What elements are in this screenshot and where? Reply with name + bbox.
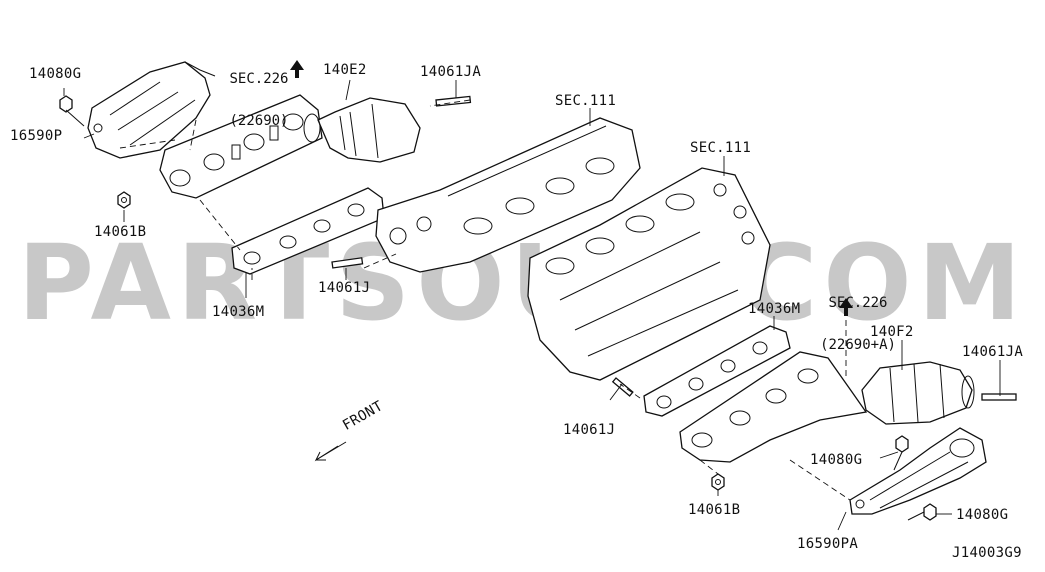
right-gasket[interactable]: [643, 325, 791, 417]
part-label-14061J-left[interactable]: 14061J: [318, 280, 371, 296]
arrow-up-icon: [290, 60, 304, 78]
left-catalytic-converter[interactable]: [303, 97, 421, 163]
part-label-14036M-right[interactable]: 14036M: [748, 301, 801, 317]
section-ref-226-right-line1: SEC.226: [828, 295, 888, 311]
right-heat-shield[interactable]: [849, 427, 987, 515]
nut-14061B-left[interactable]: [117, 191, 131, 209]
right-exhaust-manifold[interactable]: [679, 351, 868, 463]
watermark: PARTSOUQ.COM: [17, 222, 1028, 344]
stud-14061J-right[interactable]: [611, 377, 634, 397]
leader-lines: [63, 79, 1001, 531]
section-ref-226-left[interactable]: SEC.226 (22690): [214, 44, 304, 156]
part-label-14080G-right-lower[interactable]: 14080G: [956, 507, 1009, 523]
bolt-14080G-left[interactable]: [59, 95, 85, 127]
diagram-code: J14003G9: [952, 545, 1022, 561]
section-ref-226-left-line2: (22690): [229, 113, 289, 129]
assembly-lines: [119, 99, 851, 501]
bolt-14080G-right-upper[interactable]: [893, 435, 909, 471]
part-label-14080G-right-upper[interactable]: 14080G: [810, 452, 863, 468]
section-ref-226-left-line1: SEC.226: [229, 71, 289, 87]
arrow-up-icon: [839, 298, 853, 316]
part-label-16590P[interactable]: 16590P: [10, 128, 63, 144]
section-ref-111-left[interactable]: SEC.111: [555, 93, 617, 109]
stud-14061JA-right[interactable]: [981, 393, 1017, 401]
left-exhaust-manifold[interactable]: [159, 94, 323, 199]
left-heat-shield[interactable]: [87, 61, 216, 159]
part-label-140E2[interactable]: 140E2: [323, 62, 367, 78]
part-label-14061B-right[interactable]: 14061B: [688, 502, 741, 518]
right-cylinder-head[interactable]: [527, 167, 771, 381]
nut-14061B-right[interactable]: [711, 473, 725, 491]
section-ref-111-right[interactable]: SEC.111: [690, 140, 752, 156]
part-label-14080G-left[interactable]: 14080G: [29, 66, 82, 82]
right-catalytic-converter[interactable]: [861, 361, 975, 425]
part-label-14061B-left[interactable]: 14061B: [94, 224, 147, 240]
stud-14061JA-left[interactable]: [435, 95, 472, 107]
part-label-16590PA[interactable]: 16590PA: [797, 536, 859, 552]
part-label-14061JA-left[interactable]: 14061JA: [420, 64, 482, 80]
section-ref-226-right-line2: (22690+A): [820, 337, 896, 353]
stud-14061J-left[interactable]: [331, 257, 364, 269]
section-ref-226-right[interactable]: SEC.226 (22690+A): [806, 268, 910, 380]
left-cylinder-head[interactable]: [375, 117, 641, 273]
part-label-14061JA-right[interactable]: 14061JA: [962, 344, 1024, 360]
part-label-14036M-left[interactable]: 14036M: [212, 304, 265, 320]
part-label-140F2[interactable]: 140F2: [870, 324, 914, 340]
part-label-14061J-right[interactable]: 14061J: [563, 422, 616, 438]
bolt-14080G-right-lower[interactable]: [907, 503, 937, 521]
front-arrow-icon: [314, 441, 347, 462]
